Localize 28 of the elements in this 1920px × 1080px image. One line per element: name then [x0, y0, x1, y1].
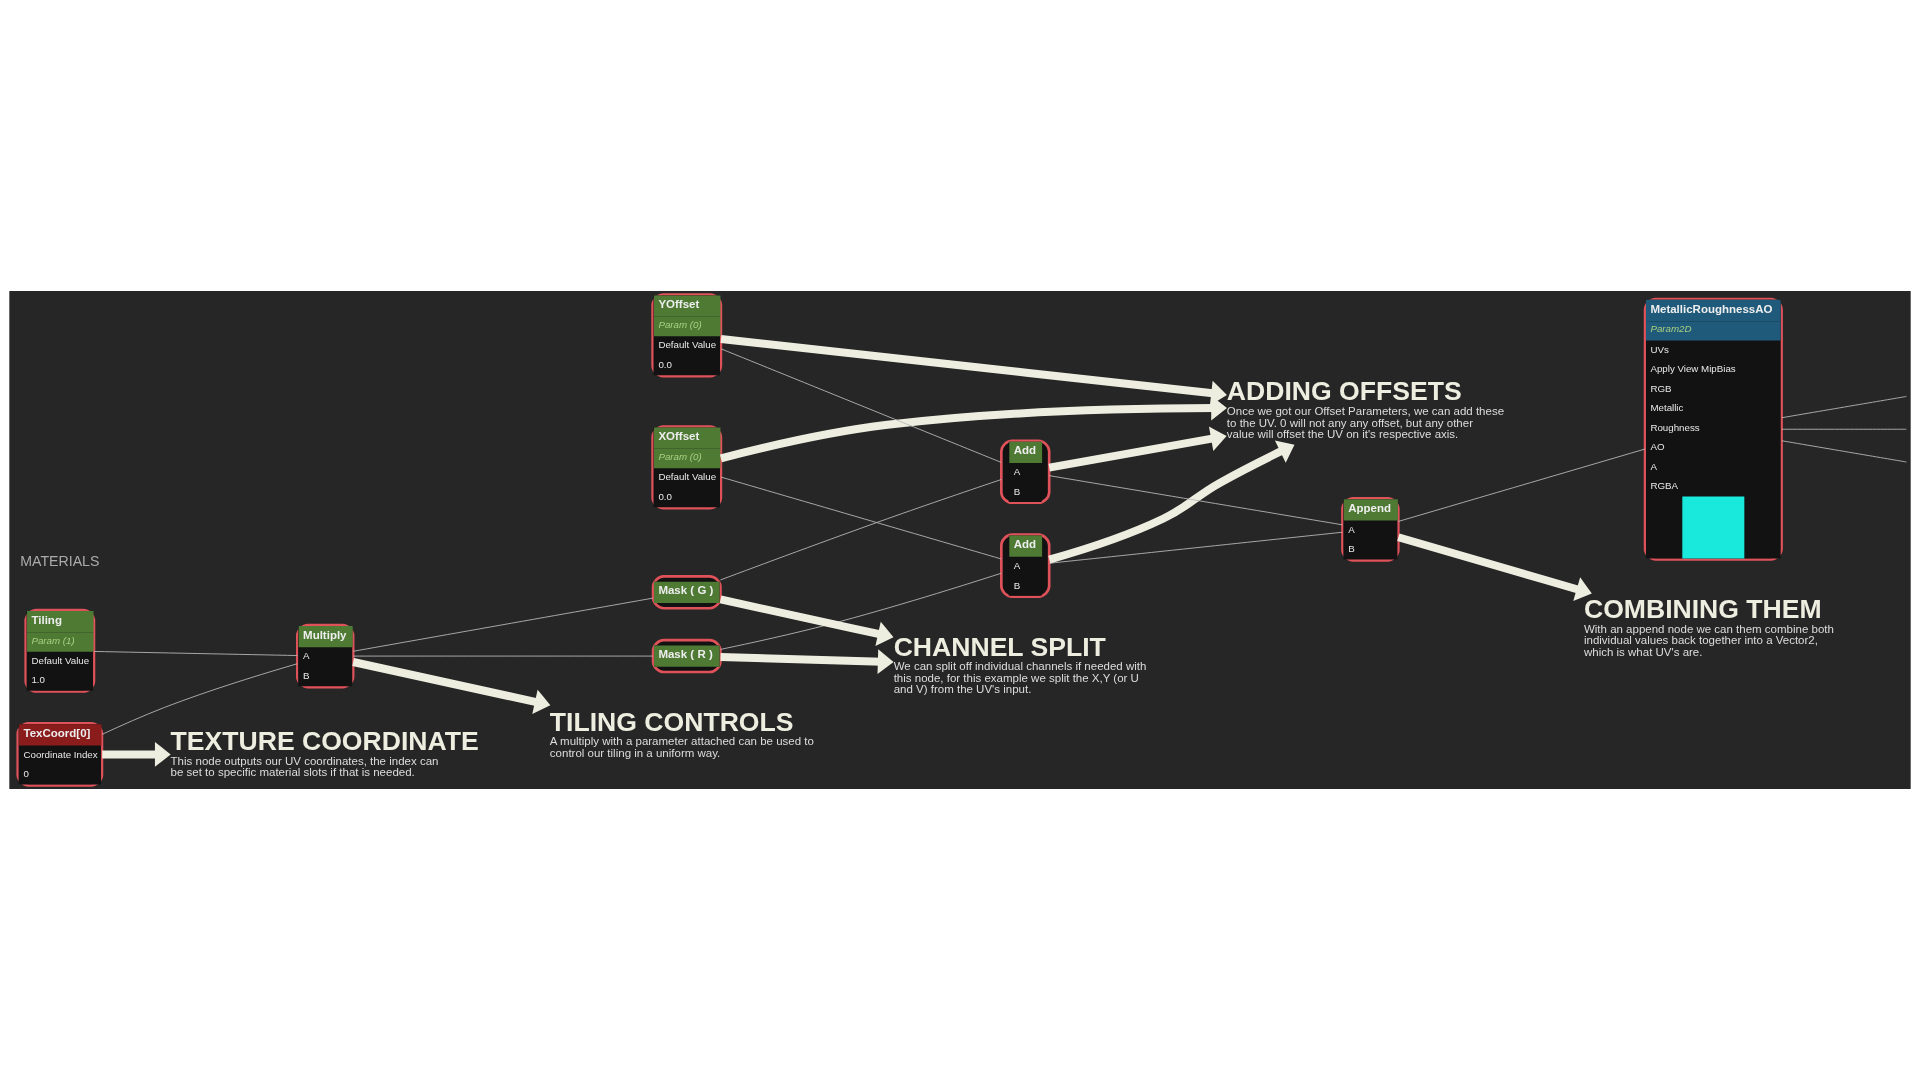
- connector: [1048, 531, 1343, 564]
- connector: [352, 655, 654, 657]
- arrow: [720, 335, 1227, 406]
- arrow: [102, 742, 171, 767]
- node-text: ADDING OFFSETS Once we got our Offset Parameters, we can add these to the UV. 0 will not any any offset, but any other value will offset the UV on it's respective axis.: [1226, 376, 1505, 441]
- connector: [1781, 440, 1907, 463]
- arrow: [1397, 533, 1592, 602]
- arrow: [1048, 440, 1295, 564]
- label: MATERIALS: [20, 552, 100, 569]
- node-text: TILING CONTROLS A multiply with a parameter attached can be used to control our tiling in a uniform way.: [549, 706, 814, 759]
- connector: [1048, 475, 1343, 526]
- arrow: [719, 595, 894, 646]
- connector: [93, 651, 298, 656]
- connector: [720, 476, 1002, 560]
- connector: [1397, 448, 1646, 522]
- connector: [720, 348, 1002, 463]
- connector: [101, 663, 298, 735]
- arrow: [720, 649, 894, 674]
- connector: [720, 572, 1002, 650]
- node-text: TEXTURE COORDINATE This node outputs our UV coordinates, the index can be set to specific material slots if that is needed.: [170, 726, 479, 779]
- arrow: [1048, 426, 1227, 472]
- arrow: [352, 658, 551, 714]
- connector: [352, 597, 654, 652]
- node-text: CHANNEL SPLIT We can split off individual channels if needed with this node, for this example we split the X,Y (or U and V) from the UV's input.: [893, 631, 1147, 696]
- connector: [1781, 428, 1907, 430]
- connector: [720, 479, 1002, 581]
- connector: [1781, 396, 1907, 419]
- node-text: COMBINING THEM With an append node we can them combine both individual values back together into a Vector2, which is what UV's are.: [1583, 594, 1834, 658]
